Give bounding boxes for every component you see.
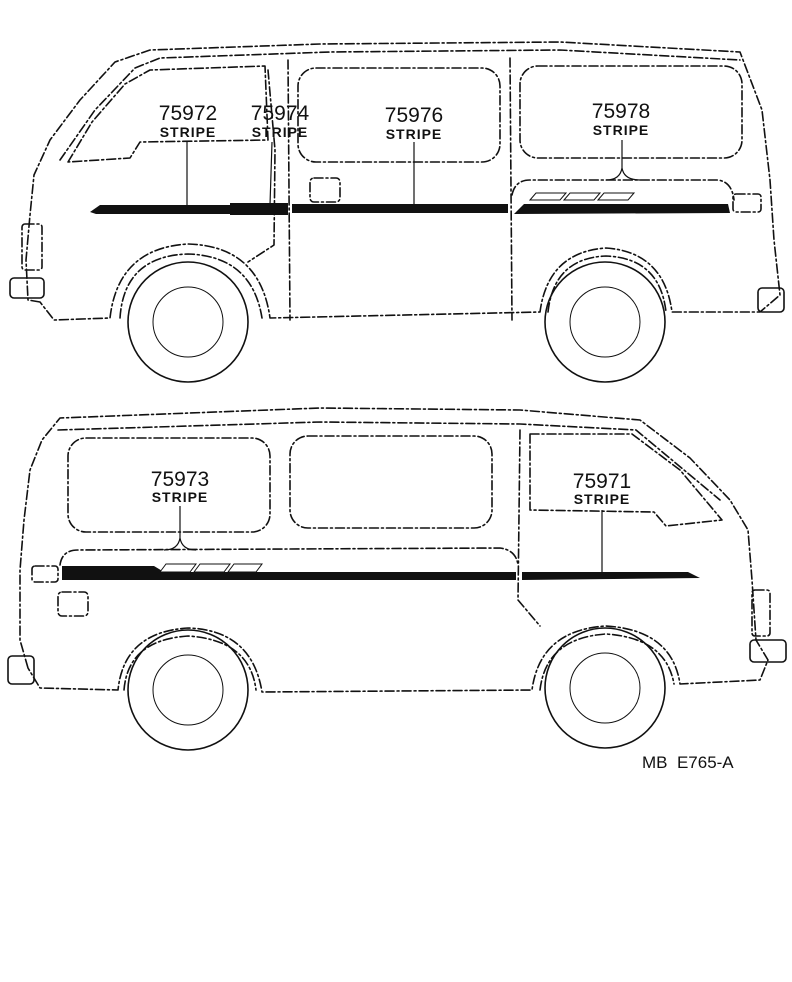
stripe-75973-band [62, 566, 516, 580]
rear-panel-outline [511, 179, 735, 201]
rear-panel-outline-left [59, 547, 519, 566]
stripe-graphic-block [596, 192, 636, 201]
callout-75974: 75974 STRIPE [251, 102, 310, 140]
callout-75972: 75972 STRIPE [159, 102, 217, 140]
stripe-graphic-block [562, 192, 602, 201]
stripe-75978-band [514, 204, 730, 214]
sliding-door-outline [287, 59, 291, 321]
roof-gutter-left [57, 421, 721, 501]
part-name: STRIPE [593, 122, 650, 138]
rear-side-lamp [732, 193, 762, 213]
van-left-side-view [7, 407, 787, 751]
front-lamp-left [751, 589, 771, 637]
front-window [67, 65, 269, 163]
leader-75974 [269, 141, 273, 206]
stripe-graphic-block [528, 192, 568, 201]
leader-75973 [163, 506, 197, 551]
rear-wheel-left [127, 629, 249, 751]
part-number: 75976 [385, 104, 443, 127]
van-body-outline [25, 41, 781, 321]
rear-wheel-hub-left [152, 654, 224, 726]
front-door-outline [247, 69, 276, 263]
rear-bumper [757, 287, 785, 313]
stripe-75974-band [230, 203, 288, 215]
middle-window-left [289, 435, 493, 529]
front-door-outline-left [517, 429, 541, 627]
leader-75978 [605, 140, 641, 181]
part-name: STRIPE [386, 126, 443, 142]
rear-wheel-arch [547, 255, 667, 313]
stripe-75978-graphic [528, 192, 636, 201]
rear-side-lamp-left [31, 565, 59, 583]
rear-wheel-hub [569, 286, 641, 358]
front-wheel-left [544, 627, 666, 749]
middle-window [297, 67, 501, 163]
part-name: STRIPE [574, 491, 631, 507]
part-number: 75978 [592, 100, 650, 123]
van-body-outline-left [19, 407, 769, 693]
van-right-side-view [9, 41, 785, 383]
rear-wheel [544, 261, 666, 383]
callout-75971: 75971 STRIPE [573, 470, 631, 507]
part-number: 75974 [251, 102, 310, 125]
front-wheel-arch-left [539, 633, 675, 691]
part-number: 75973 [151, 468, 209, 491]
part-name: STRIPE [252, 124, 309, 140]
rear-window [519, 65, 743, 159]
stripe-75972-band [90, 205, 272, 214]
fuel-lid-left [57, 591, 89, 617]
stripe-75971-band [522, 572, 700, 580]
callout-75976: 75976 STRIPE [385, 104, 443, 142]
part-number: 75971 [573, 470, 631, 493]
front-bumper-left [749, 639, 787, 663]
callout-75973: 75973 STRIPE [151, 468, 209, 505]
part-number: 75972 [159, 102, 217, 125]
rear-wheel-arch-left [123, 635, 257, 691]
front-wheel [127, 261, 249, 383]
stripe-75976-band [292, 204, 508, 213]
front-lamp [21, 223, 43, 271]
rear-window-left [67, 437, 271, 533]
fuel-lid [309, 177, 341, 203]
front-wheel-arch [119, 253, 263, 319]
front-wheel-hub-left [569, 652, 641, 724]
stripe-graphic-block [193, 563, 231, 573]
reference-code: MB E765-A [642, 753, 734, 772]
front-window-left [529, 433, 723, 527]
front-bumper [9, 277, 45, 299]
sliding-door-rear-edge [509, 57, 513, 321]
stripe-graphic-block [159, 563, 197, 573]
callout-75978: 75978 STRIPE [592, 100, 650, 138]
roof-gutter [59, 49, 741, 161]
part-name: STRIPE [160, 124, 217, 140]
front-wheel-hub [152, 286, 224, 358]
rear-bumper-left [7, 655, 35, 685]
stripe-graphic-block [227, 563, 263, 573]
part-name: STRIPE [152, 489, 209, 505]
stripe-75973-graphic [159, 563, 263, 573]
